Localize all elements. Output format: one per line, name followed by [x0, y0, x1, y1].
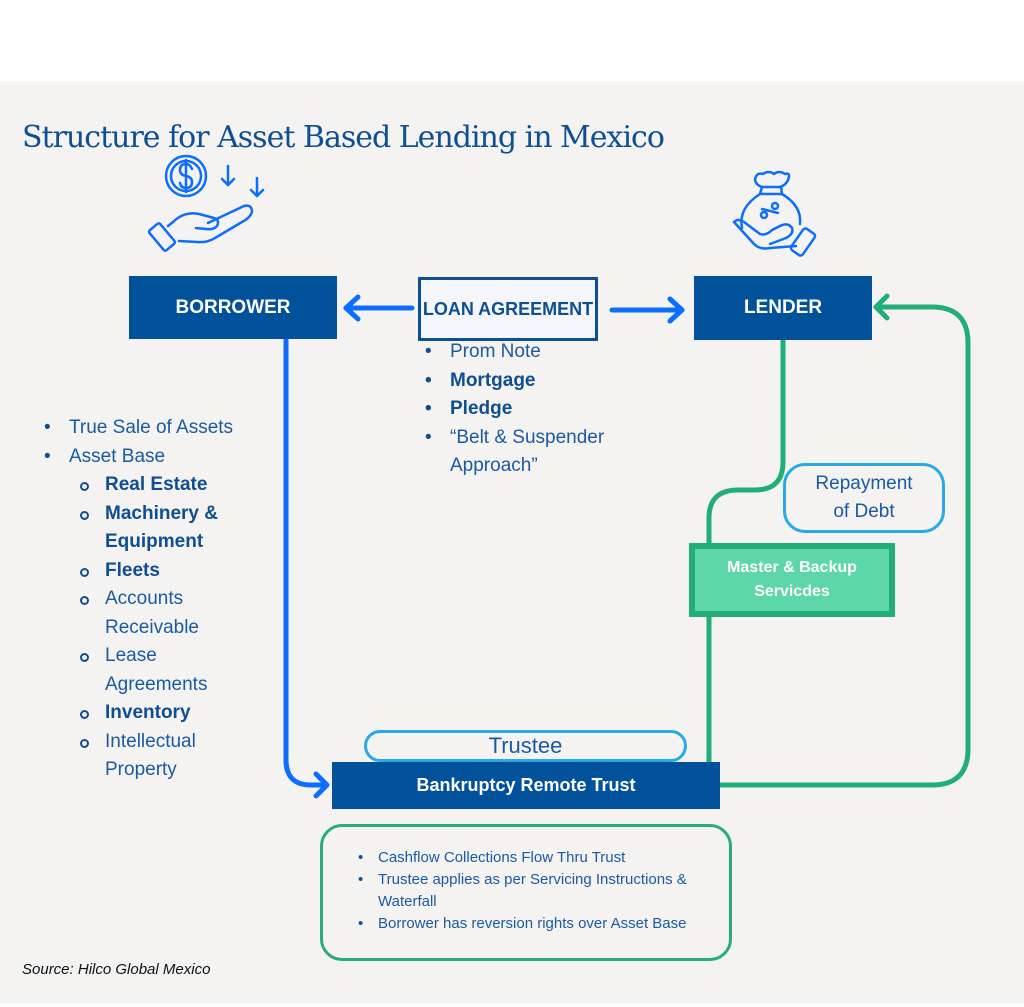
list-item: Mortgage — [425, 367, 680, 396]
lender-icon — [732, 170, 817, 257]
source-note: Source: Hilco Global Mexico — [22, 961, 211, 978]
list-item: Borrower has reversion rights over Asset… — [358, 913, 728, 935]
list-item: Machinery & Equipment — [80, 500, 235, 557]
arrow-trust-to-lender — [717, 293, 971, 788]
repayment-of-debt-label: Repayment of Debt — [783, 463, 945, 533]
arrow-borrower-to-trust — [283, 337, 330, 799]
hand-icon — [147, 204, 254, 252]
loan-agreement-list: Prom Note Mortgage Pledge “Belt & Suspen… — [425, 338, 680, 481]
hand-icon — [732, 218, 817, 257]
line-lender-to-servicer — [706, 340, 786, 762]
list-item: Inventory — [80, 699, 255, 728]
master-backup-servicer-box: Master & Backup Servicdes — [689, 543, 895, 617]
list-item: “Belt & Suspender Approach” — [425, 424, 640, 481]
borrower-box: BORROWER — [129, 276, 337, 339]
borrower-icon — [147, 154, 265, 252]
arrow-to-lender — [609, 296, 685, 324]
borrower-list: True Sale of Assets Asset Base — [44, 414, 299, 472]
asset-base-list: Real Estate Machinery & Equipment Fleets… — [80, 471, 255, 785]
trust-notes-box: Cashflow Collections Flow Thru Trust Tru… — [320, 824, 732, 961]
arrow-to-borrower — [343, 294, 415, 322]
loan-agreement-box: LOAN AGREEMENT — [418, 277, 598, 341]
list-item: Prom Note — [425, 338, 680, 367]
list-item: Real Estate — [80, 471, 255, 500]
coin-icon — [164, 154, 208, 198]
list-item: Cashflow Collections Flow Thru Trust — [358, 847, 728, 869]
list-item: Pledge — [425, 395, 680, 424]
list-item: Lease Agreements — [80, 642, 225, 699]
list-item: Intellectual Property — [80, 728, 215, 785]
arrow-down-icon — [220, 164, 265, 198]
money-bag-icon — [740, 170, 802, 230]
page-title: Structure for Asset Based Lending in Mex… — [22, 120, 665, 156]
bankruptcy-remote-trust-box: Bankruptcy Remote Trust — [332, 762, 720, 809]
trustee-label: Trustee — [364, 730, 687, 762]
list-item: Accounts Receivable — [80, 585, 215, 642]
list-item: Fleets — [80, 557, 255, 586]
list-item: Trustee applies as per Servicing Instruc… — [358, 869, 728, 913]
lender-box: LENDER — [694, 276, 872, 340]
list-item: Asset Base — [44, 443, 299, 472]
list-item: True Sale of Assets — [44, 414, 299, 443]
